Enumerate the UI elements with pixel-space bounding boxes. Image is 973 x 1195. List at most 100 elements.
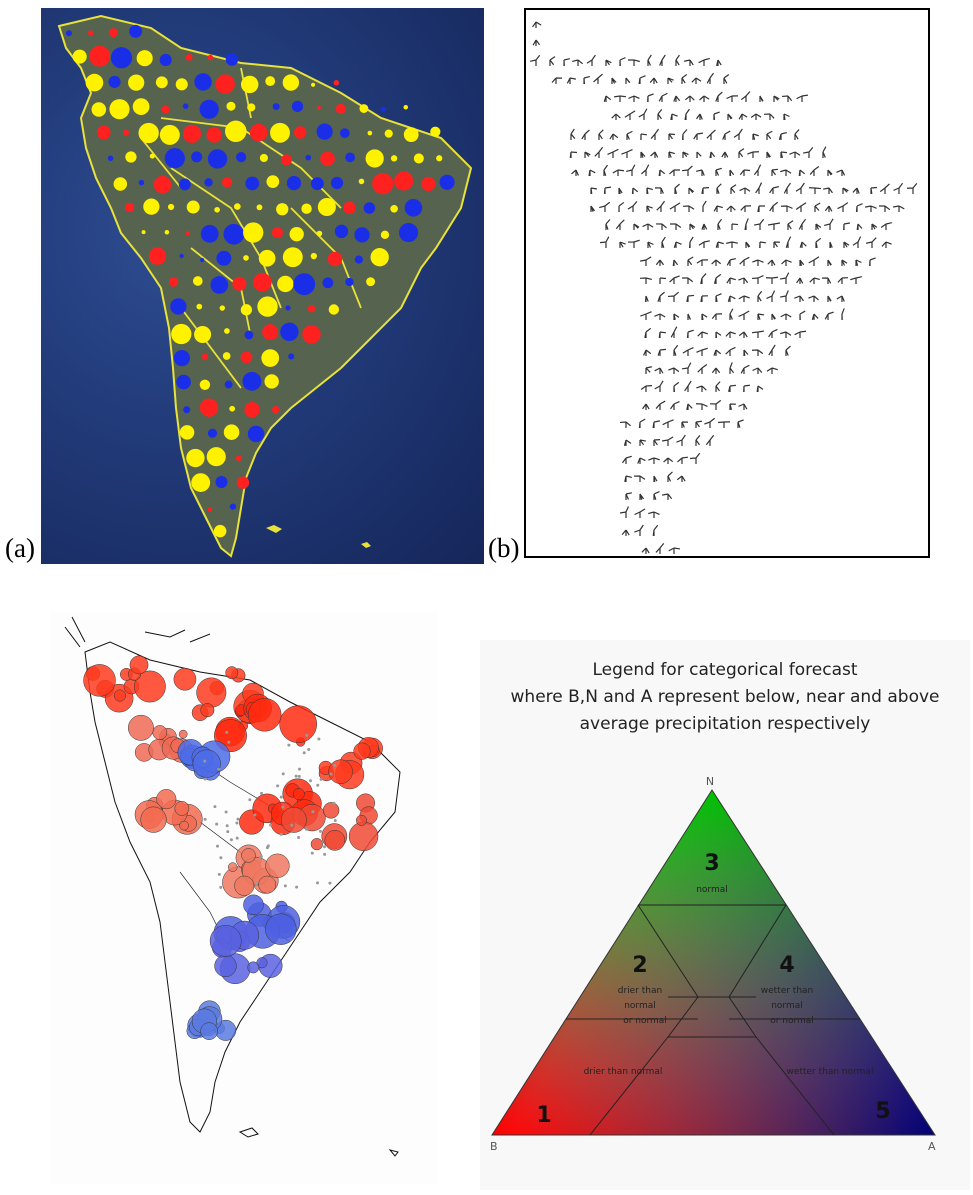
forecast-glyph [682, 151, 689, 158]
panel-label-a: (a) [5, 533, 35, 563]
forecast-glyph [738, 331, 748, 338]
forecast-glyph [695, 420, 703, 428]
forecast-glyph [815, 237, 822, 249]
region-2-text-2: normal [624, 1001, 656, 1011]
forecast-glyph [682, 205, 695, 212]
forecast-glyph [681, 421, 689, 428]
forecast-glyph [879, 205, 891, 212]
forecast-glyph [639, 256, 652, 266]
forecast-glyph [841, 259, 848, 266]
small-marker [332, 801, 336, 805]
forecast-glyph [655, 223, 667, 230]
forecast-glyph [681, 277, 694, 284]
forecast-glyph [836, 169, 846, 176]
forecast-circle [353, 742, 371, 760]
forecast-dot [244, 401, 260, 418]
small-marker [316, 783, 320, 787]
forecast-glyph [713, 273, 722, 284]
forecast-circle [156, 789, 177, 810]
forecast-glyph [726, 95, 739, 102]
forecast-glyph [684, 108, 690, 121]
forecast-glyph [696, 347, 708, 356]
forecast-dot [249, 123, 268, 142]
forecast-glyph [687, 313, 692, 320]
forecast-dot [224, 328, 230, 334]
forecast-dot [213, 524, 227, 538]
forecast-glyph [727, 113, 733, 120]
forecast-dot [256, 204, 263, 211]
small-marker [302, 751, 306, 755]
forecast-glyph [711, 367, 721, 374]
forecast-circle [179, 820, 189, 831]
forecast-glyph [829, 241, 833, 249]
forecast-dot [330, 176, 344, 190]
forecast-circle [209, 924, 242, 957]
small-marker [226, 830, 230, 834]
forecast-glyph [766, 130, 773, 140]
forecast-glyph [855, 259, 862, 266]
forecast-dot [148, 247, 167, 265]
forecast-dot [272, 103, 280, 111]
forecast-glyph [681, 73, 688, 84]
forecast-glyph [669, 223, 682, 230]
forecast-dot [210, 276, 229, 294]
forecast-glyph [850, 276, 862, 284]
forecast-glyph [640, 151, 646, 158]
forecast-glyph [756, 385, 764, 393]
forecast-dot [270, 122, 290, 143]
forecast-dot [430, 126, 441, 137]
forecast-glyph [593, 73, 603, 84]
forecast-circle [234, 875, 255, 896]
small-marker [217, 872, 221, 876]
forecast-dot [186, 448, 205, 468]
forecast-dot [175, 78, 188, 91]
forecast-glyph [759, 241, 767, 249]
forecast-glyph [661, 236, 666, 248]
forecast-glyph [532, 39, 541, 46]
forecast-glyph [648, 511, 660, 518]
forecast-glyph [751, 274, 764, 284]
forecast-glyph [795, 182, 805, 194]
forecast-glyph [648, 457, 660, 464]
forecast-glyph [733, 128, 743, 140]
forecast-glyph [583, 75, 590, 85]
forecast-glyph [757, 313, 765, 320]
forecast-glyph [755, 182, 763, 194]
forecast-glyph [740, 205, 752, 212]
small-marker [269, 823, 273, 827]
forecast-glyph [753, 164, 762, 176]
forecast-dot [219, 305, 226, 311]
forecast-dot [232, 276, 247, 291]
forecast-glyph [657, 348, 667, 356]
forecast-dot [394, 171, 414, 191]
forecast-glyph [726, 257, 736, 266]
small-marker [260, 791, 264, 795]
forecast-glyph [623, 439, 632, 446]
forecast-glyph [771, 168, 779, 176]
forecast-glyph [673, 344, 679, 356]
forecast-circle [328, 759, 353, 784]
forecast-dot [123, 129, 130, 136]
forecast-glyph [670, 326, 678, 338]
forecast-dot [206, 447, 226, 467]
forecast-glyph [752, 367, 763, 374]
forecast-glyph [697, 364, 708, 374]
small-marker [318, 829, 322, 833]
forecast-dot [199, 398, 219, 417]
forecast-dot [390, 204, 398, 213]
forecast-glyph [808, 295, 819, 302]
forecast-dot [358, 178, 365, 185]
forecast-glyph [599, 201, 611, 212]
forecast-glyph [631, 187, 639, 195]
forecast-glyph [641, 547, 650, 554]
forecast-dot [159, 124, 180, 145]
forecast-dot [311, 82, 316, 87]
forecast-dot [153, 175, 172, 194]
forecast-dot [236, 476, 250, 489]
forecast-glyph [658, 169, 666, 177]
forecast-dot [207, 507, 213, 513]
forecast-glyph [649, 77, 658, 84]
forecast-glyph [783, 113, 790, 121]
forecast-dot [265, 76, 276, 87]
forecast-glyph [822, 187, 833, 194]
